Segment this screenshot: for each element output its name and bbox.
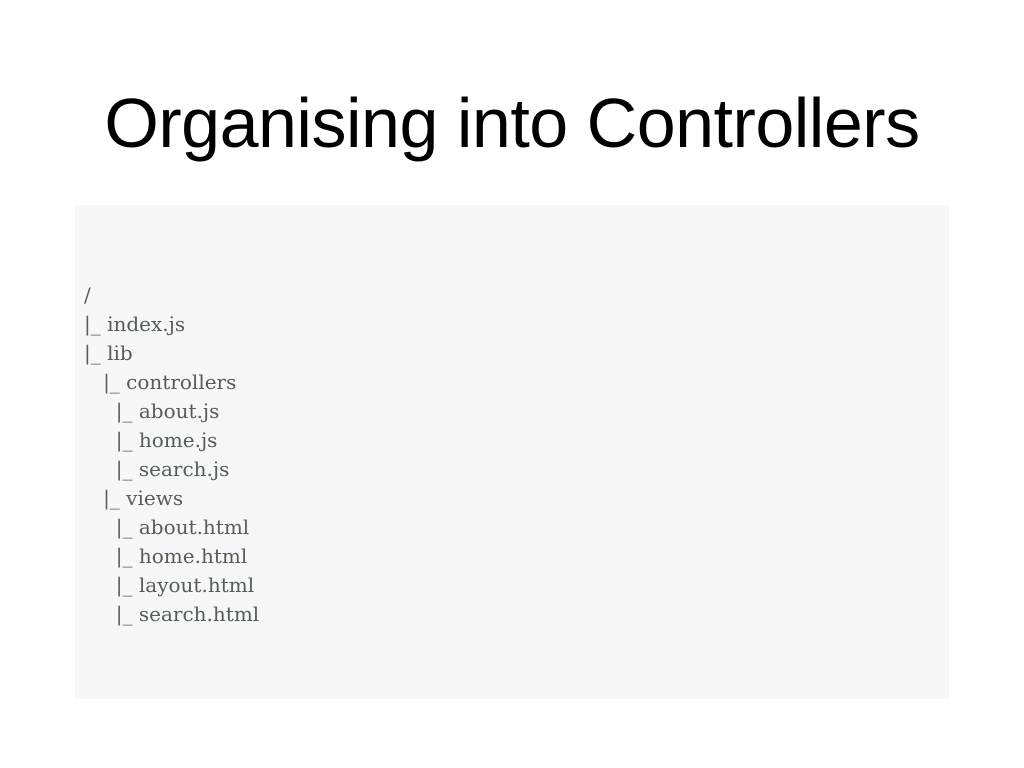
tree-line-home-html: |_ home.html <box>84 544 248 568</box>
directory-tree-code-block: / |_ index.js |_ lib |_ controllers |_ a… <box>75 205 949 699</box>
tree-line-views: |_ views <box>84 486 184 510</box>
tree-line-index-js: |_ index.js <box>84 312 186 336</box>
tree-line-home-js: |_ home.js <box>84 428 218 452</box>
tree-line-lib: |_ lib <box>84 341 133 365</box>
tree-line-layout-html: |_ layout.html <box>84 573 255 597</box>
tree-line-controllers: |_ controllers <box>84 370 237 394</box>
slide-title: Organising into Controllers <box>104 84 920 162</box>
tree-line-search-js: |_ search.js <box>84 457 230 481</box>
tree-line-about-js: |_ about.js <box>84 399 220 423</box>
tree-line-root: / <box>84 283 91 307</box>
tree-line-about-html: |_ about.html <box>84 515 250 539</box>
tree-line-search-html: |_ search.html <box>84 602 260 626</box>
